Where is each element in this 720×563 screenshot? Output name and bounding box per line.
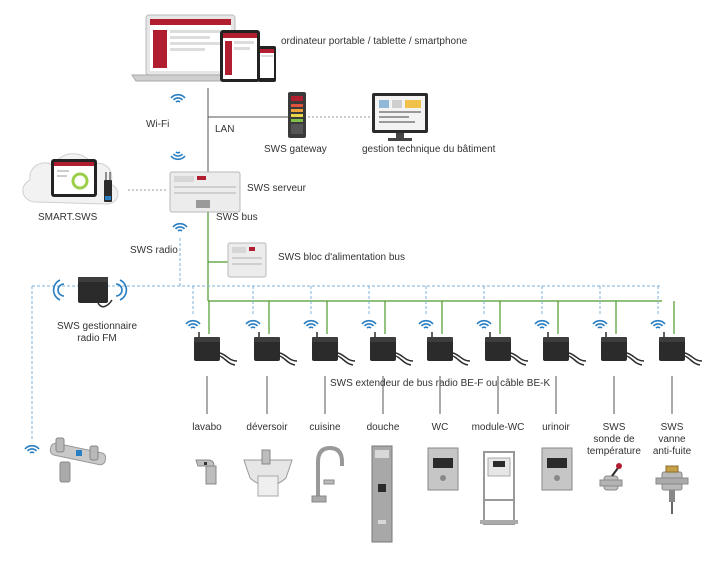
fixture-label: sonde de (593, 434, 635, 445)
lan-label: LAN (215, 124, 235, 135)
fixture-label: cuisine (309, 422, 341, 433)
manager-label-line1: SWS gestionnaire (56, 321, 138, 332)
fixture-label: SWS (660, 422, 684, 433)
fixture-label: urinoir (542, 422, 570, 433)
cloud-label: SMART.SWS (38, 212, 98, 223)
gateway-device-icon (288, 92, 306, 138)
radio-label: SWS radio (130, 245, 178, 256)
wifi-icon (115, 279, 128, 301)
temperature-sensor-icon (599, 463, 623, 491)
tablet-icon (51, 159, 97, 197)
fixture-label: déversoir (246, 422, 288, 433)
shower-panel-icon (371, 445, 393, 543)
bms-label: gestion technique du bâtiment (362, 144, 496, 155)
wifi-label: Wi-Fi (146, 119, 170, 130)
extenders-layer (185, 286, 703, 414)
faucet-icon (195, 459, 217, 485)
kitchen-faucet-icon (311, 445, 344, 503)
manager-label-line2: radio FM (77, 333, 117, 344)
wc-module-icon (480, 451, 518, 525)
fixture-label: module-WC (471, 422, 525, 433)
fixture-label: WC (431, 422, 449, 433)
fixture-label: SWS (602, 422, 626, 433)
sink-icon (243, 449, 293, 497)
monitor-icon (372, 93, 428, 141)
leak-valve-icon (655, 465, 689, 514)
urinal-plate-icon (541, 447, 573, 491)
server-device-icon (169, 171, 241, 213)
power-supply-label: SWS bloc d'alimentation bus (278, 252, 405, 263)
fixture-label: vanne (658, 434, 686, 445)
usb-stick-icon (104, 172, 112, 202)
laptop-icon (131, 14, 249, 82)
extender-label: SWS extendeur de bus radio BE-F ou câble… (330, 378, 551, 389)
fixture-label: température (587, 446, 641, 457)
server-label: SWS serveur (247, 183, 306, 194)
fixture-label: lavabo (192, 422, 222, 433)
power-supply-icon (227, 242, 267, 278)
wifi-icon (52, 279, 65, 301)
tablet-icon (220, 30, 260, 82)
smartphone-icon (258, 46, 276, 82)
fixture-label: douche (366, 422, 400, 433)
fm-manager-device-icon (78, 277, 113, 308)
bus-label: SWS bus (216, 212, 258, 223)
mixer-tap-icon (49, 437, 107, 483)
gateway-label: SWS gateway (264, 144, 327, 155)
clients-label: ordinateur portable / tablette / smartph… (281, 36, 468, 47)
fixture-label: anti-fuite (652, 446, 692, 457)
wc-flush-plate-icon (427, 447, 459, 491)
